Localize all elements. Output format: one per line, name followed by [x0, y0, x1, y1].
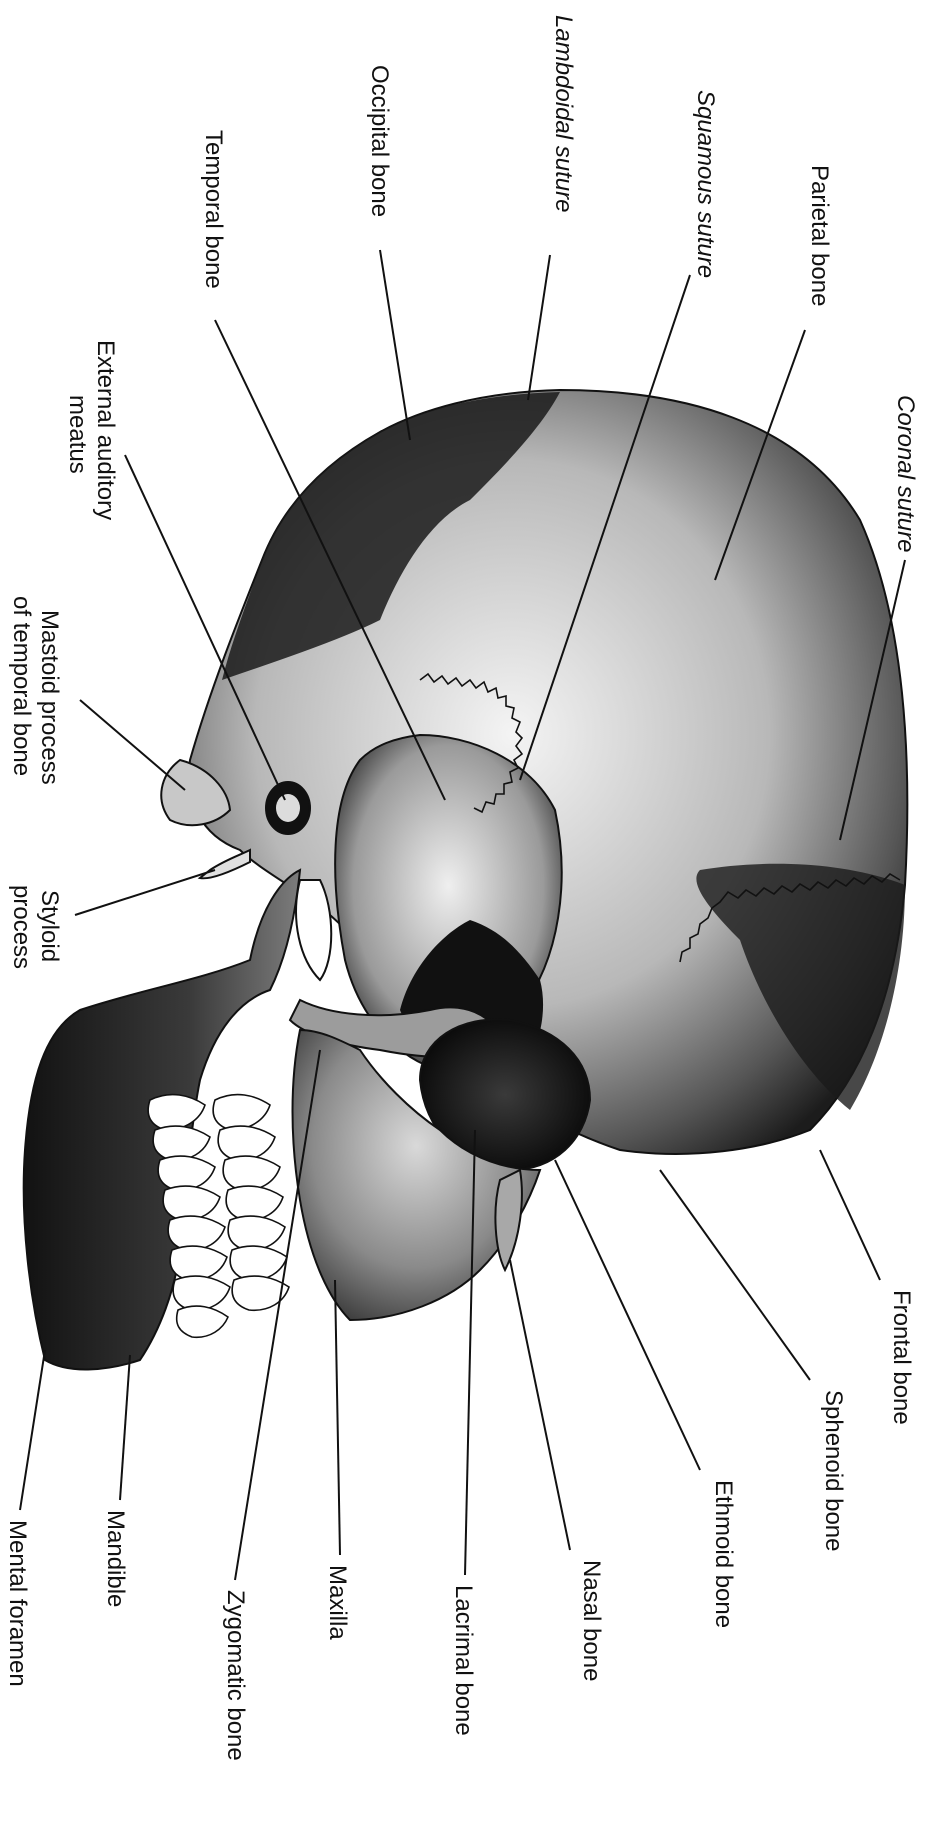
tooth — [223, 1156, 280, 1190]
leader-mastoid-process — [80, 700, 185, 790]
label-maxilla: Maxilla — [324, 1565, 351, 1640]
leader-maxilla — [335, 1280, 340, 1555]
tooth — [168, 1216, 225, 1250]
label-parietal-bone: Parietal bone — [806, 165, 833, 306]
leader-occipital-bone — [380, 250, 410, 440]
mandibular-notch — [296, 880, 331, 980]
leader-nasal-bone — [510, 1260, 570, 1550]
leader-styloid-process — [75, 870, 215, 915]
label-external-auditory-meatus-line2: meatus — [64, 395, 91, 474]
external-auditory-meatus-rim — [276, 794, 300, 822]
nasal-bone-shape — [495, 1170, 521, 1270]
skull-illustration — [24, 390, 908, 1369]
label-temporal-bone: Temporal bone — [200, 130, 227, 289]
label-mastoid-process-line1: Mastoid process — [36, 610, 63, 785]
tooth — [153, 1126, 210, 1160]
label-lacrimal-bone: Lacrimal bone — [450, 1585, 477, 1736]
leader-mandible — [120, 1355, 130, 1500]
tooth — [177, 1306, 228, 1337]
tooth — [158, 1156, 215, 1190]
label-squamous-suture: Squamous suture — [692, 90, 719, 278]
label-zygomatic-bone: Zygomatic bone — [222, 1590, 249, 1761]
leader-mental-foramen — [20, 1350, 45, 1510]
tooth — [226, 1186, 283, 1220]
tooth — [230, 1246, 287, 1280]
label-mandible: Mandible — [102, 1510, 129, 1607]
label-nasal-bone: Nasal bone — [578, 1560, 605, 1681]
label-mental-foramen: Mental foramen — [4, 1520, 31, 1687]
label-styloid-process-line1: Styloid — [36, 890, 63, 962]
tooth — [228, 1216, 285, 1250]
label-mastoid-process-line2: of temporal bone — [8, 596, 35, 776]
label-occipital-bone: Occipital bone — [366, 65, 393, 217]
tooth — [173, 1276, 230, 1310]
leader-lambdoidal-suture — [528, 255, 550, 400]
leader-ethmoid-bone — [555, 1160, 700, 1470]
label-frontal-bone: Frontal bone — [888, 1290, 915, 1425]
styloid-process-shape — [200, 850, 250, 878]
leader-sphenoid-bone — [660, 1170, 810, 1380]
label-lambdoidal-suture: Lambdoidal suture — [550, 15, 577, 212]
label-external-auditory-meatus-line1: External auditory — [92, 340, 119, 520]
tooth — [213, 1095, 270, 1130]
label-coronal-suture: Coronal suture — [892, 395, 919, 552]
tooth — [218, 1126, 275, 1160]
label-ethmoid-bone: Ethmoid bone — [710, 1480, 737, 1628]
label-sphenoid-bone: Sphenoid bone — [820, 1390, 847, 1551]
tooth — [163, 1186, 220, 1220]
tooth — [148, 1095, 205, 1130]
label-styloid-process-line2: process — [8, 885, 35, 969]
leader-frontal-bone — [820, 1150, 880, 1280]
tooth — [170, 1246, 227, 1280]
